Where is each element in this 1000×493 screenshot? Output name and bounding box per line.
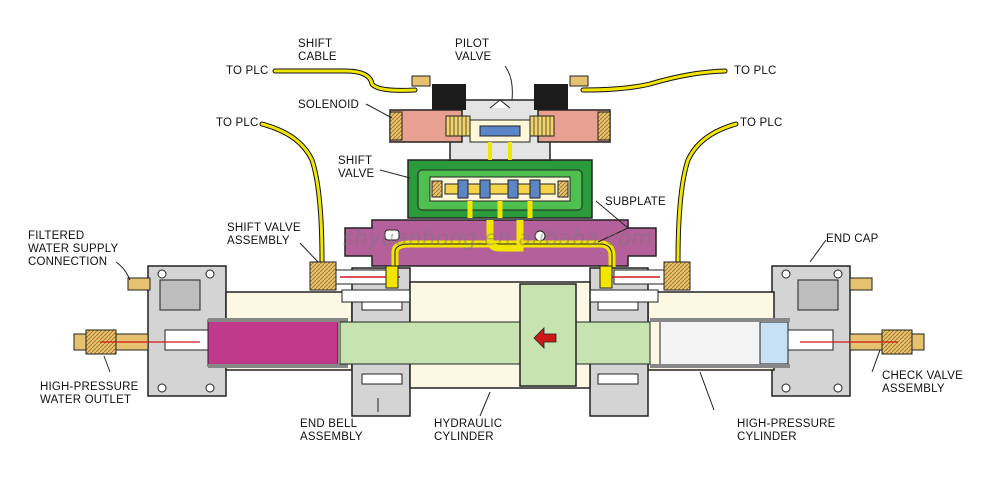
watermark: shyuanhong.en.alibaba.com bbox=[343, 226, 653, 250]
label-end-bell-assembly: END BELL ASSEMBLY bbox=[300, 418, 363, 443]
label-solenoid: SOLENOID bbox=[298, 99, 360, 111]
label-to-plc-mid-left: TO PLC bbox=[216, 117, 259, 129]
water-supply-fitting bbox=[127, 277, 873, 291]
label-filtered-water-supply: FILTERED WATER SUPPLY CONNECTION bbox=[28, 230, 119, 268]
label-shift-valve: SHIFT VALVE bbox=[338, 155, 375, 180]
shift-valve-assembly-left bbox=[309, 261, 400, 291]
subplate bbox=[344, 219, 657, 292]
label-hydraulic-cylinder: HYDRAULIC CYLINDER bbox=[434, 418, 503, 443]
solenoid-right bbox=[529, 75, 611, 143]
high-pressure-cylinder-right bbox=[647, 291, 790, 371]
shift-valve-assembly-right bbox=[599, 261, 691, 291]
shift-valve bbox=[407, 159, 593, 219]
flow-arrow-icon bbox=[533, 327, 557, 349]
check-valve-assembly-right bbox=[800, 329, 925, 355]
hydraulic-cylinder bbox=[339, 281, 651, 389]
label-subplate: SUBPLATE bbox=[605, 196, 666, 208]
end-cap-right bbox=[771, 265, 851, 397]
label-shift-cable: SHIFT CABLE bbox=[298, 38, 337, 63]
label-to-plc-mid-right: TO PLC bbox=[740, 117, 783, 129]
cable-top-left bbox=[272, 68, 418, 93]
label-high-pressure-water-outlet: HIGH-PRESSURE WATER OUTLET bbox=[40, 381, 139, 406]
check-valve-assembly-left bbox=[73, 329, 200, 355]
leader-lines bbox=[103, 65, 881, 417]
solenoid-left bbox=[389, 75, 471, 143]
label-to-plc-top-right: TO PLC bbox=[734, 65, 777, 77]
label-pilot-valve: PILOT VALVE bbox=[455, 38, 492, 63]
label-high-pressure-cylinder: HIGH-PRESSURE CYLINDER bbox=[737, 418, 836, 443]
high-pressure-cylinder-left bbox=[207, 291, 353, 371]
cable-mid-right bbox=[675, 121, 739, 265]
shift-cables bbox=[259, 68, 739, 265]
label-to-plc-top-left: TO PLC bbox=[226, 65, 269, 77]
label-check-valve-assembly: CHECK VALVE ASSEMBLY bbox=[882, 370, 964, 395]
label-end-cap: END CAP bbox=[826, 233, 879, 245]
label-shift-valve-assembly: SHIFT VALVE ASSEMBLY bbox=[227, 222, 301, 247]
